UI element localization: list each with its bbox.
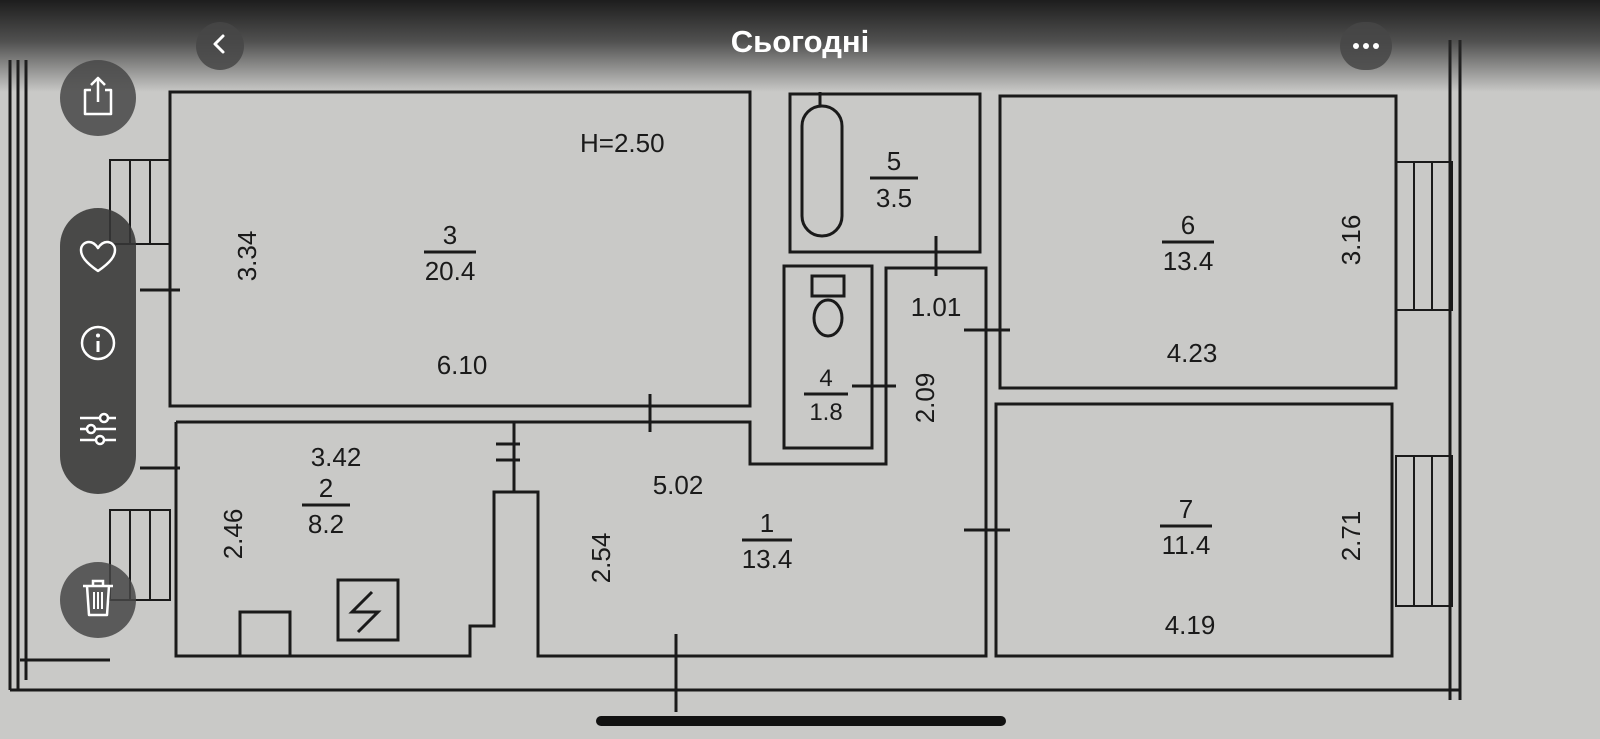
dimension-label: 6.10	[437, 350, 488, 380]
trash-icon	[81, 578, 115, 623]
room-1-number: 1	[760, 508, 774, 538]
dimension-label: 2.46	[218, 509, 248, 560]
room-1-area: 13.4	[742, 544, 793, 574]
room-4-area: 1.8	[809, 399, 842, 426]
dimension-label: 3.16	[1336, 215, 1366, 266]
back-button[interactable]	[196, 22, 244, 70]
room-2-area: 8.2	[308, 509, 344, 539]
home-indicator[interactable]	[596, 716, 1006, 726]
page-title: Сьогодні	[730, 24, 870, 59]
room-5-outline	[788, 92, 982, 254]
room-7-area: 11.4	[1162, 530, 1211, 560]
delete-button[interactable]	[60, 562, 136, 638]
chevron-left-icon	[209, 33, 231, 60]
heart-icon	[79, 240, 117, 279]
room-2-number: 2	[319, 473, 333, 503]
room-3-number: 3	[443, 220, 457, 250]
room-6-number: 6	[1181, 210, 1195, 240]
more-button[interactable]	[1340, 22, 1392, 70]
side-toolbar	[60, 208, 136, 494]
dimension-label: 3.42	[311, 442, 362, 472]
room-3-outline	[168, 90, 752, 408]
ellipsis-icon	[1352, 37, 1380, 55]
dimension-label: 2.71	[1336, 511, 1366, 562]
favorite-button[interactable]	[60, 224, 136, 294]
share-icon	[81, 76, 115, 121]
share-button[interactable]	[60, 60, 136, 136]
info-icon	[79, 324, 117, 367]
room-6-area: 13.4	[1163, 246, 1214, 276]
dimension-label: 2.54	[586, 533, 616, 584]
info-button[interactable]	[60, 310, 136, 380]
room-5-area: 3.5	[876, 183, 912, 213]
room-5-number: 5	[887, 146, 901, 176]
dimension-label: 4.19	[1165, 610, 1216, 640]
dimension-label: 1.01	[911, 292, 962, 322]
dimension-label: 4.23	[1167, 338, 1218, 368]
dimension-label: 2.09	[910, 373, 940, 424]
ceiling-height: H=2.50	[580, 128, 665, 158]
top-bar	[0, 0, 1600, 92]
sliders-icon	[78, 412, 118, 451]
room-4-number: 4	[819, 365, 832, 392]
room-3-area: 20.4	[425, 256, 476, 286]
dimension-label: 3.34	[232, 231, 262, 282]
room-7-number: 7	[1179, 494, 1193, 524]
dimension-label: 5.02	[653, 470, 704, 500]
adjust-button[interactable]	[60, 396, 136, 466]
room-4-outline	[782, 264, 874, 450]
